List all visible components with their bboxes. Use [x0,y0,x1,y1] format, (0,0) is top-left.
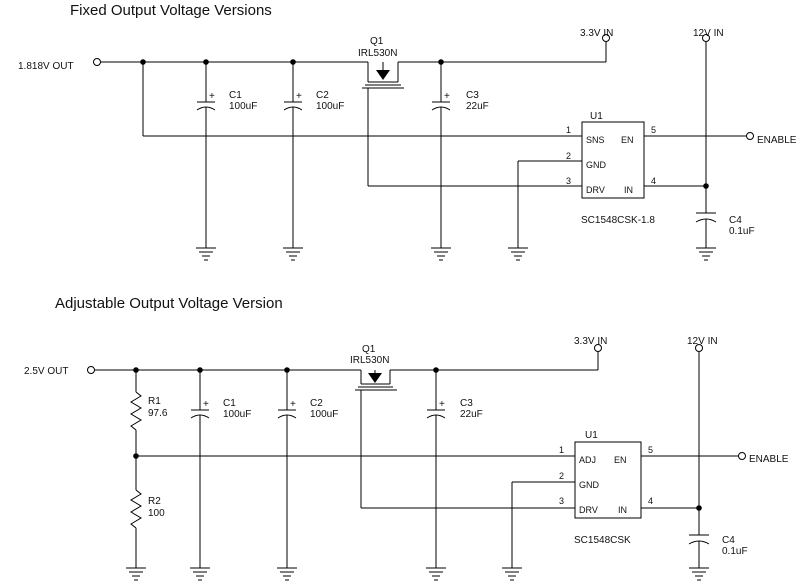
adj-pin-number-4: 4 [648,496,653,506]
adj-c2-ref: C2 [310,398,323,409]
adj-33v-terminal [594,344,602,352]
fixed-pin-drv: DRV [586,185,605,195]
adj-r1-resistor [130,370,142,456]
fixed-pin-number-3: 3 [566,176,571,186]
adj-c3-capacitor [426,370,446,581]
adj-pin-number-5: 5 [648,445,653,455]
fixed-12v-label: 12V IN [693,28,724,39]
adj-enable-label: ENABLE [749,454,789,465]
adj-pin-gnd: GND [579,480,600,490]
fixed-c2-capacitor [283,62,303,261]
adj-pin-in: IN [618,505,627,515]
fixed-q1-part: IRL530N [358,48,397,59]
fixed-c1-value: 100uF [229,101,257,112]
adj-c3-plus: + [439,399,445,410]
adj-c2-capacitor [277,370,297,581]
adj-u1-ic [574,441,642,519]
adj-q1-ref: Q1 [362,344,376,355]
adj-out-terminal [87,366,95,374]
fixed-c2-ref: C2 [316,90,329,101]
fixed-pin-number-1: 1 [566,125,571,135]
fixed-out-terminal [93,58,101,66]
adj-c1-value: 100uF [223,409,251,420]
adjustable-title: Adjustable Output Voltage Version [55,295,283,312]
adj-u1-ground [502,481,575,581]
fixed-c1-capacitor [196,62,216,261]
adj-pin-drv: DRV [579,505,598,515]
fixed-pin-in: IN [624,185,633,195]
adj-u1-part: SC1548CSK [574,535,631,546]
fixed-enable-label: ENABLE [757,135,797,146]
adj-c1-plus: + [203,399,209,410]
adj-12v-terminal [695,344,703,352]
fixed-pin-number-2: 2 [566,151,571,161]
fixed-u1-ground [508,160,582,261]
fixed-c2-value: 100uF [316,101,344,112]
adj-r2-ref: R2 [148,496,161,507]
adj-u1-ref: U1 [585,430,598,441]
fixed-pin-en: EN [621,135,634,145]
adj-r2-value: 100 [148,508,165,519]
fixed-c3-ref: C3 [466,90,479,101]
fixed-enable-terminal [746,132,754,140]
fixed-q1-mosfet [362,62,404,186]
fixed-pin-sns: SNS [586,135,605,145]
adj-pin-number-1: 1 [559,445,564,455]
fixed-c4-value: 0.1uF [729,226,755,237]
fixed-c3-capacitor [431,62,451,261]
adj-c2-value: 100uF [310,409,338,420]
fixed-u1-part: SC1548CSK-1.8 [581,215,655,226]
fixed-c1-ref: C1 [229,90,242,101]
fixed-c2-plus: + [296,91,302,102]
adj-r2-resistor [126,456,146,581]
fixed-u1-ic [581,121,645,199]
adj-33v-label: 3.3V IN [574,336,607,347]
fixed-q1-ref: Q1 [370,36,384,47]
fixed-out-label: 1.818V OUT [18,61,74,72]
adj-c4-ref: C4 [722,535,735,546]
adj-c1-capacitor [190,370,210,581]
adj-c3-ref: C3 [460,398,473,409]
adj-c4-capacitor [688,508,710,581]
fixed-pin-number-4: 4 [651,176,656,186]
adj-q1-mosfet [355,370,397,508]
fixed-c3-plus: + [444,91,450,102]
fixed-c4-capacitor [695,186,717,261]
adj-c3-value: 22uF [460,409,483,420]
adjustable-circuit: Adjustable Output Voltage Version 2.5V O… [24,295,789,581]
fixed-u1-ref: U1 [590,111,603,122]
fixed-33v-label: 3.3V IN [580,28,613,39]
adj-12v-label: 12V IN [687,336,718,347]
adj-r1-value: 97.6 [148,408,168,419]
adj-pin-en: EN [614,455,627,465]
adj-r1-ref: R1 [148,396,161,407]
adj-pin-adj: ADJ [579,455,596,465]
fixed-c4-ref: C4 [729,215,742,226]
adj-c2-plus: + [290,399,296,410]
adj-c1-ref: C1 [223,398,236,409]
adj-pin-number-2: 2 [559,471,564,481]
fixed-c1-plus: + [209,91,215,102]
adj-c4-value: 0.1uF [722,546,748,557]
adj-q1-part: IRL530N [350,355,389,366]
adj-enable-terminal [738,452,746,460]
fixed-pin-number-5: 5 [651,125,656,135]
fixed-title: Fixed Output Voltage Versions [70,2,272,19]
adj-out-label: 2.5V OUT [24,366,68,377]
fixed-circuit: Fixed Output Voltage Versions 1.818V OUT… [18,2,797,261]
fixed-c3-value: 22uF [466,101,489,112]
fixed-33v-terminal [602,34,610,42]
fixed-pin-gnd: GND [586,160,607,170]
adj-pin-number-3: 3 [559,496,564,506]
fixed-12v-terminal [702,34,710,42]
